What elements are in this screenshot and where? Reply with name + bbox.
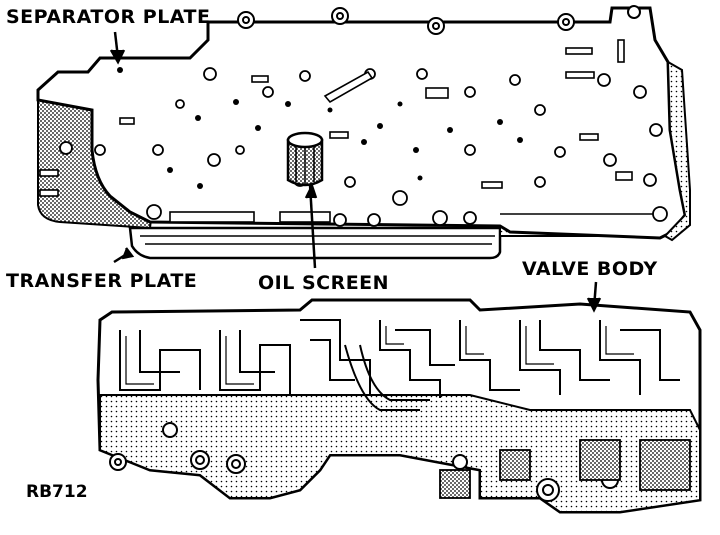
figure-code: RB712	[26, 482, 88, 502]
leader-lines	[109, 31, 602, 313]
separator-plate-label: SEPARATOR PLATE	[6, 6, 211, 28]
transfer-plate-label: TRANSFER PLATE	[6, 270, 198, 292]
oil-screen-label: OIL SCREEN	[258, 272, 390, 294]
oil-screen	[286, 131, 324, 187]
valve-body	[96, 298, 702, 514]
valve-body-label: VALVE BODY	[522, 258, 658, 280]
separator-plate	[36, 5, 691, 242]
